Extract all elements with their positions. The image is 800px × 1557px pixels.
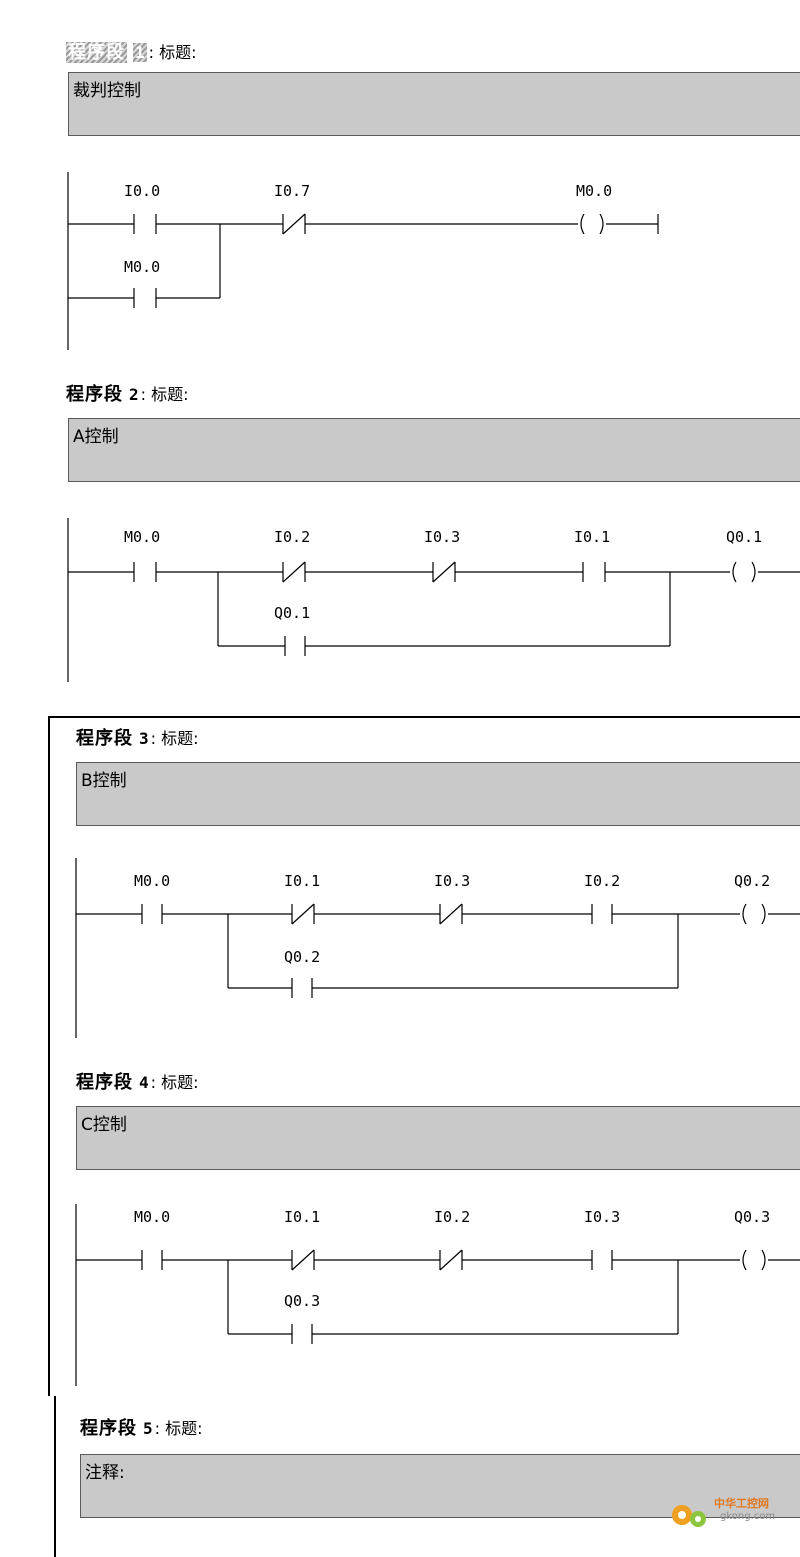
contact-label: M0.0 <box>134 872 170 890</box>
network-title-label: : 标题: <box>148 43 197 62</box>
frame-left-border <box>48 716 50 1396</box>
network-title: 程序段 4: 标题: <box>76 1068 199 1094</box>
contact-label: Q0.1 <box>274 604 310 622</box>
network-comment-text: B控制 <box>81 771 127 791</box>
network-title-label: : 标题: <box>140 385 189 404</box>
coil-label: Q0.3 <box>734 1208 770 1226</box>
contact-label: M0.0 <box>124 528 160 546</box>
contact-label: M0.0 <box>124 258 160 276</box>
network-comment-text: 注释: <box>85 1463 125 1483</box>
contact-label: I0.1 <box>284 872 320 890</box>
network-title-label: : 标题: <box>150 729 199 748</box>
network-comment-box[interactable]: 裁判控制 <box>68 72 800 136</box>
ladder-rung-3: M0.0 I0.1 I0.3 I0.2 Q0.2 Q0.2 <box>75 858 800 1038</box>
network-number: 3 <box>139 729 149 748</box>
network-comment-text: A控制 <box>73 427 119 447</box>
network-number: 1 <box>133 43 147 62</box>
contact-label: I0.2 <box>434 1208 470 1226</box>
watermark-logo: 中华工控网 gkong.com <box>662 1491 792 1535</box>
network-comment-box[interactable]: A控制 <box>68 418 800 482</box>
network-keyword: 程序段 <box>76 728 133 749</box>
contact-label: Q0.2 <box>284 948 320 966</box>
network-number: 5 <box>143 1419 153 1438</box>
contact-label: I0.2 <box>584 872 620 890</box>
ladder-rung-1: I0.0 M0.0 I0.7 M0.0 <box>67 172 659 350</box>
network-comment-text: C控制 <box>81 1115 127 1135</box>
network-title: 程序段 2: 标题: <box>66 380 189 406</box>
ladder-rung-2: M0.0 I0.2 I0.3 I0.1 Q0.1 Q0.1 <box>67 518 800 682</box>
frame-left-border-lower <box>54 1396 56 1557</box>
gear-icon <box>672 1505 706 1527</box>
coil-label: Q0.1 <box>726 528 762 546</box>
ladder-rung-4: M0.0 I0.1 I0.2 I0.3 Q0.3 Q0.3 <box>75 1204 800 1386</box>
network-comment-box[interactable]: C控制 <box>76 1106 800 1170</box>
network-number: 2 <box>129 385 139 404</box>
network-title-label: : 标题: <box>154 1419 203 1438</box>
contact-label: I0.3 <box>424 528 460 546</box>
contact-label: I0.3 <box>584 1208 620 1226</box>
coil-label: M0.0 <box>576 182 612 200</box>
network-title: 程序段 1: 标题: <box>66 38 197 64</box>
network-title-label: : 标题: <box>150 1073 199 1092</box>
contact-label: I0.0 <box>124 182 160 200</box>
contact-label: I0.1 <box>574 528 610 546</box>
network-number: 4 <box>139 1073 149 1092</box>
contact-label: I0.1 <box>284 1208 320 1226</box>
coil-label: Q0.2 <box>734 872 770 890</box>
network-keyword: 程序段 <box>76 1072 133 1093</box>
network-comment-box[interactable]: B控制 <box>76 762 800 826</box>
network-keyword: 程序段 <box>66 42 127 63</box>
network-keyword: 程序段 <box>80 1418 137 1439</box>
watermark-subtext: gkong.com <box>720 1511 776 1522</box>
contact-label: I0.3 <box>434 872 470 890</box>
contact-label: I0.7 <box>274 182 310 200</box>
network-keyword: 程序段 <box>66 384 123 405</box>
watermark-text: 中华工控网 <box>714 1497 769 1510</box>
network-comment-text: 裁判控制 <box>73 81 141 101</box>
frame-top-border <box>48 716 800 718</box>
contact-label: M0.0 <box>134 1208 170 1226</box>
contact-label: Q0.3 <box>284 1292 320 1310</box>
network-title: 程序段 3: 标题: <box>76 724 199 750</box>
contact-label: I0.2 <box>274 528 310 546</box>
network-title: 程序段 5: 标题: <box>80 1414 203 1440</box>
